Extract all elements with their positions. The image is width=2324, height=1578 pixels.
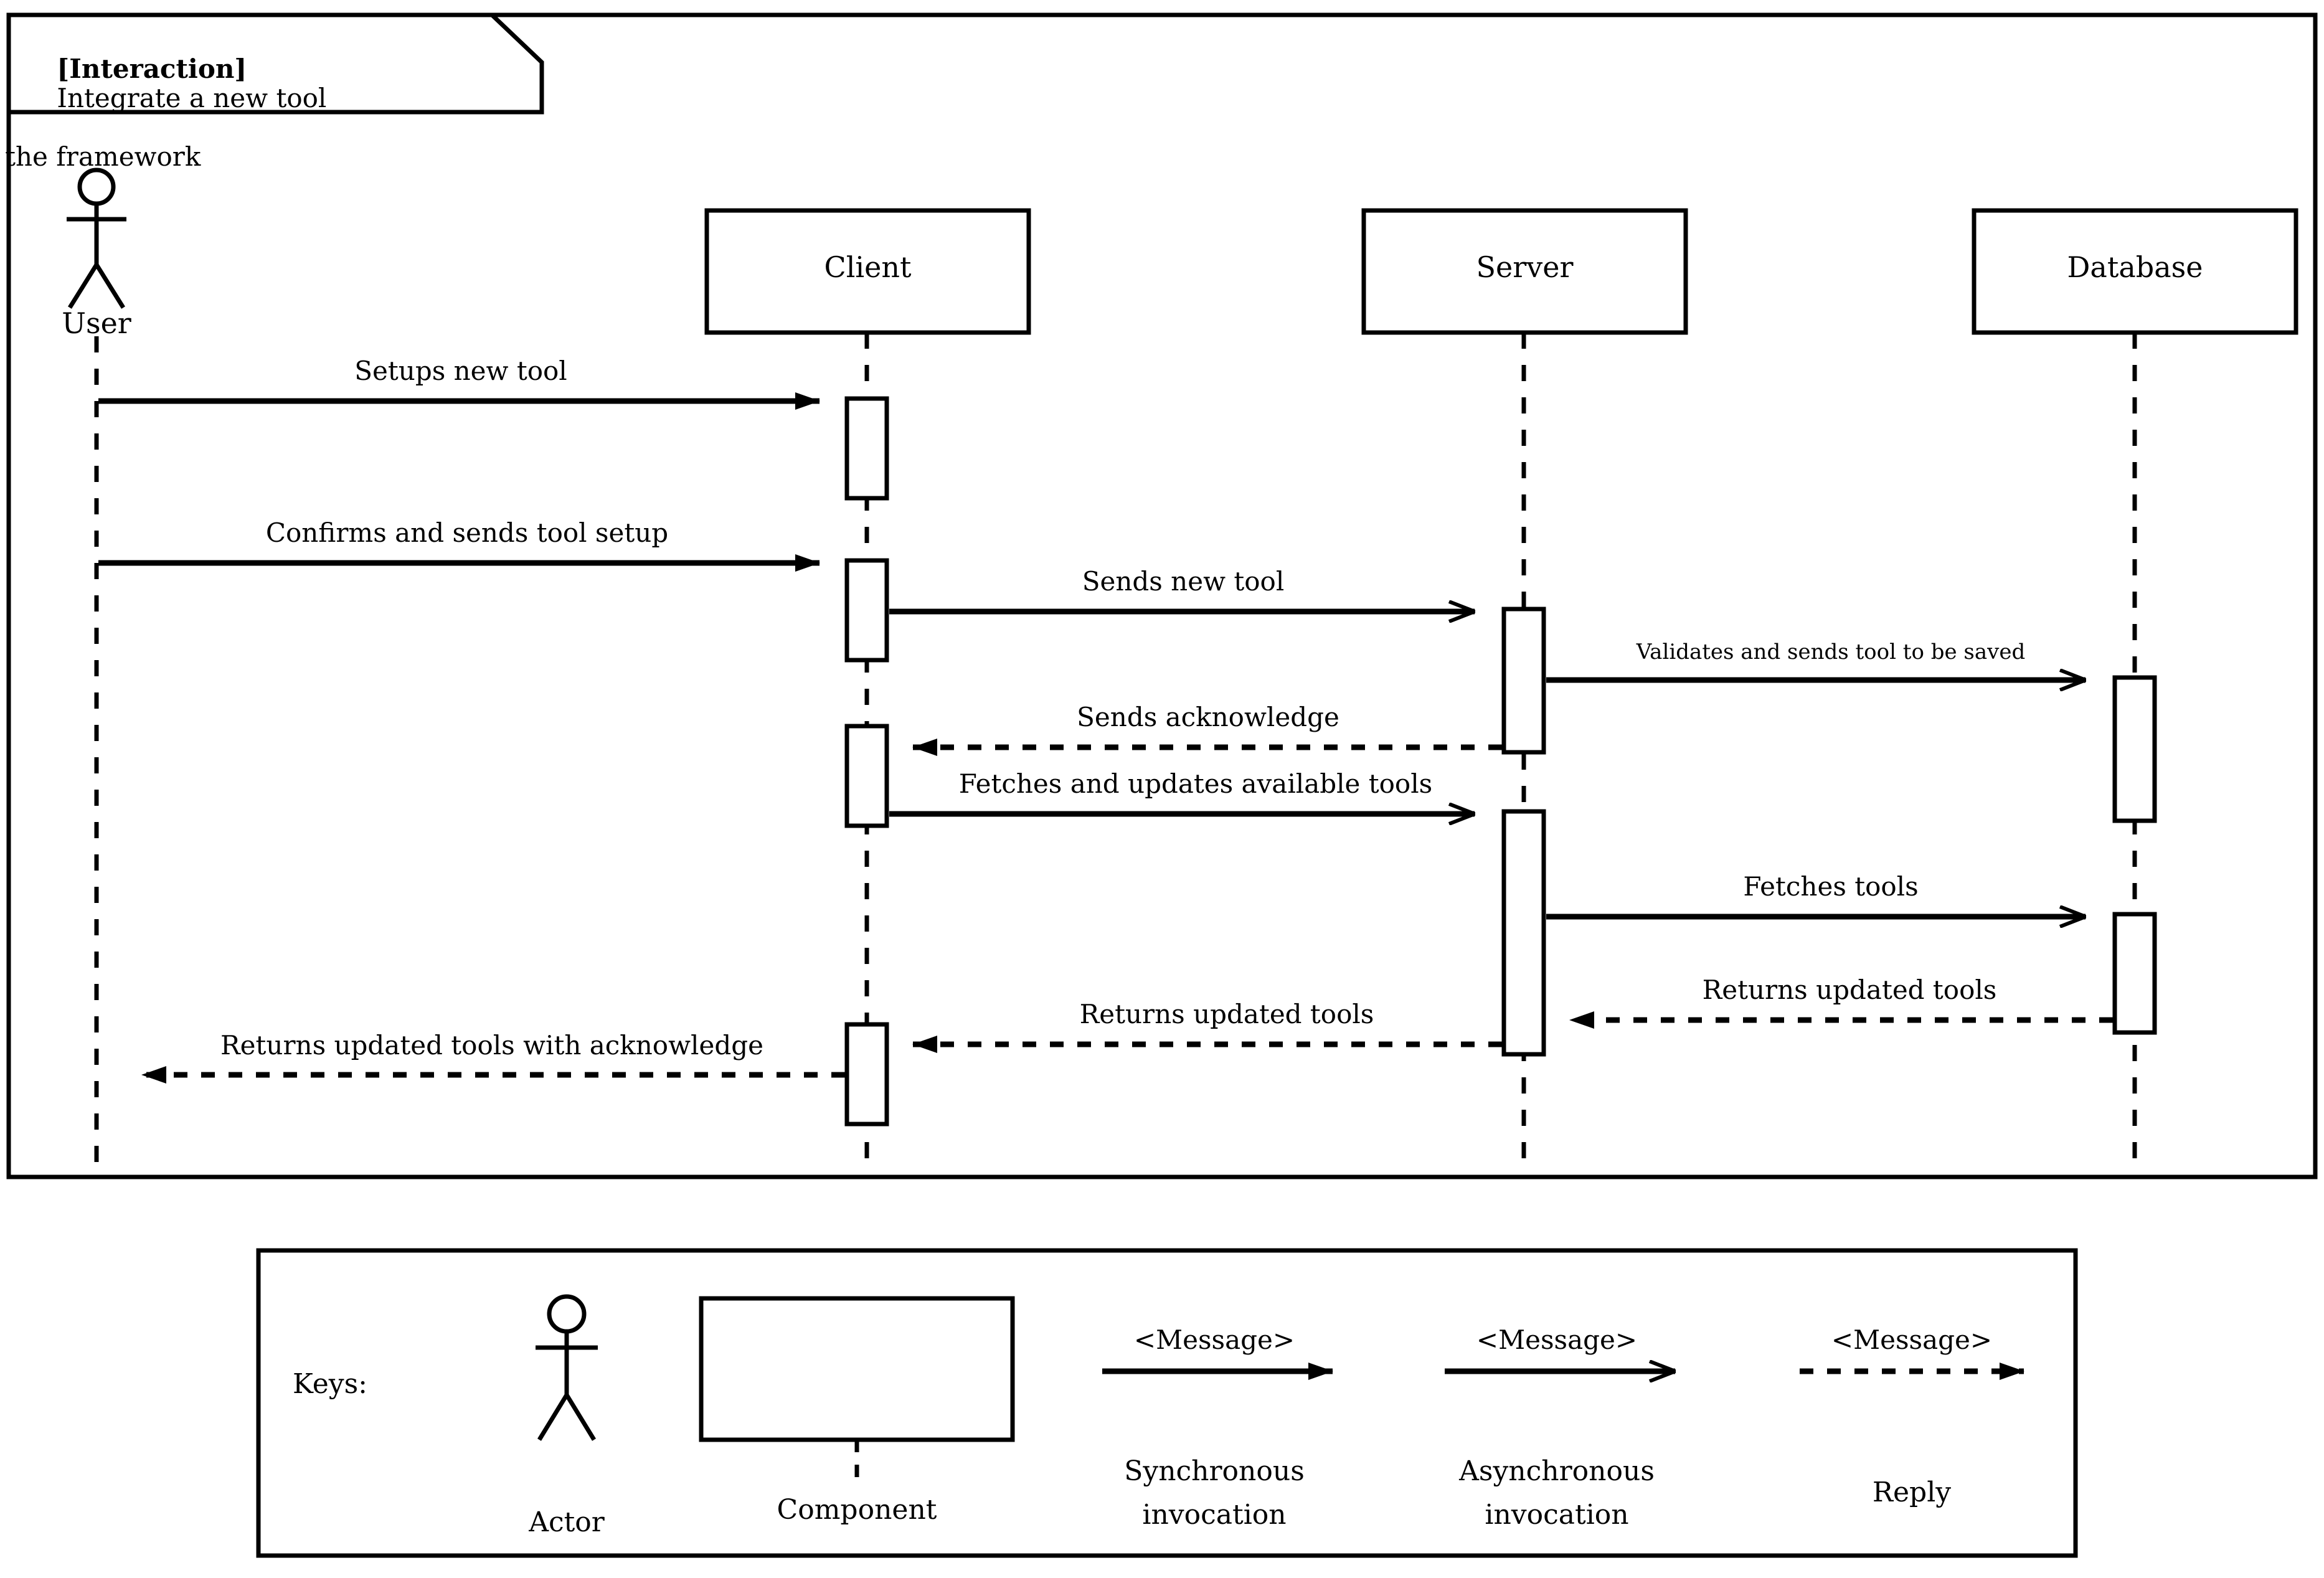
participant-box-database xyxy=(1972,208,2298,335)
participant-box-server xyxy=(1361,208,1688,335)
message-label-returns-updated-tools-server: Returns updated tools xyxy=(1079,999,1374,1029)
legend-caption-synchronous-line1: Synchronous xyxy=(1124,1455,1305,1487)
message-label-returns-updated-tools-db: Returns updated tools xyxy=(1702,975,1997,1005)
message-label-confirms-and-sends-tool-setup: Confirms and sends tool setup xyxy=(265,517,669,548)
frame-title: [Interaction] Integrate a new tool with … xyxy=(5,25,528,201)
legend-actor-figure xyxy=(536,1294,598,1441)
participant-label-server: Server xyxy=(1476,250,1574,284)
frame-title-text: Integrate a new tool xyxy=(57,83,327,114)
message-arrows xyxy=(98,392,2113,1084)
legend-caption-reply-line1: Reply xyxy=(1872,1476,1952,1508)
message-label-fetches-tools: Fetches tools xyxy=(1743,871,1919,902)
message-label-fetches-and-updates-available-tools: Fetches and updates available tools xyxy=(958,768,1433,799)
legend-message-label-reply: <Message> xyxy=(1831,1325,1993,1355)
message-label-sends-acknowledge: Sends acknowledge xyxy=(1077,702,1339,732)
frame-title-tag: [Interaction] xyxy=(57,54,247,85)
frame-title-text-line2: with the framework xyxy=(5,141,201,172)
message-label-sends-new-tool: Sends new tool xyxy=(1082,566,1285,597)
legend-caption-asynchronous-line2: invocation xyxy=(1485,1499,1629,1531)
legend-caption-synchronous-line2: invocation xyxy=(1142,1499,1287,1531)
participant-label-client: Client xyxy=(824,250,912,284)
actor-user-figure xyxy=(67,168,126,309)
legend-caption-actor: Actor xyxy=(529,1506,605,1538)
legend-caption-component: Component xyxy=(777,1494,937,1526)
interaction-frame xyxy=(6,12,2318,1179)
activation-bars xyxy=(844,396,2157,1127)
legend-message-label-asynchronous: <Message> xyxy=(1476,1325,1638,1355)
legend-message-label-synchronous: <Message> xyxy=(1133,1325,1295,1355)
legend-title: Keys: xyxy=(293,1368,367,1400)
legend-frame xyxy=(256,1248,2078,1558)
participant-label-user: User xyxy=(62,306,131,340)
message-label-validates-and-sends-tool-to-be-saved: Validates and sends tool to be saved xyxy=(1636,640,2026,664)
message-label-returns-updated-tools-with-acknowledge: Returns updated tools with acknowledge xyxy=(220,1030,763,1061)
participant-label-database: Database xyxy=(2067,250,2203,284)
legend-caption-asynchronous-line1: Asynchronous xyxy=(1459,1455,1655,1487)
legend-component-shape xyxy=(699,1296,1015,1488)
message-label-setups-new-tool: Setups new tool xyxy=(354,356,567,386)
